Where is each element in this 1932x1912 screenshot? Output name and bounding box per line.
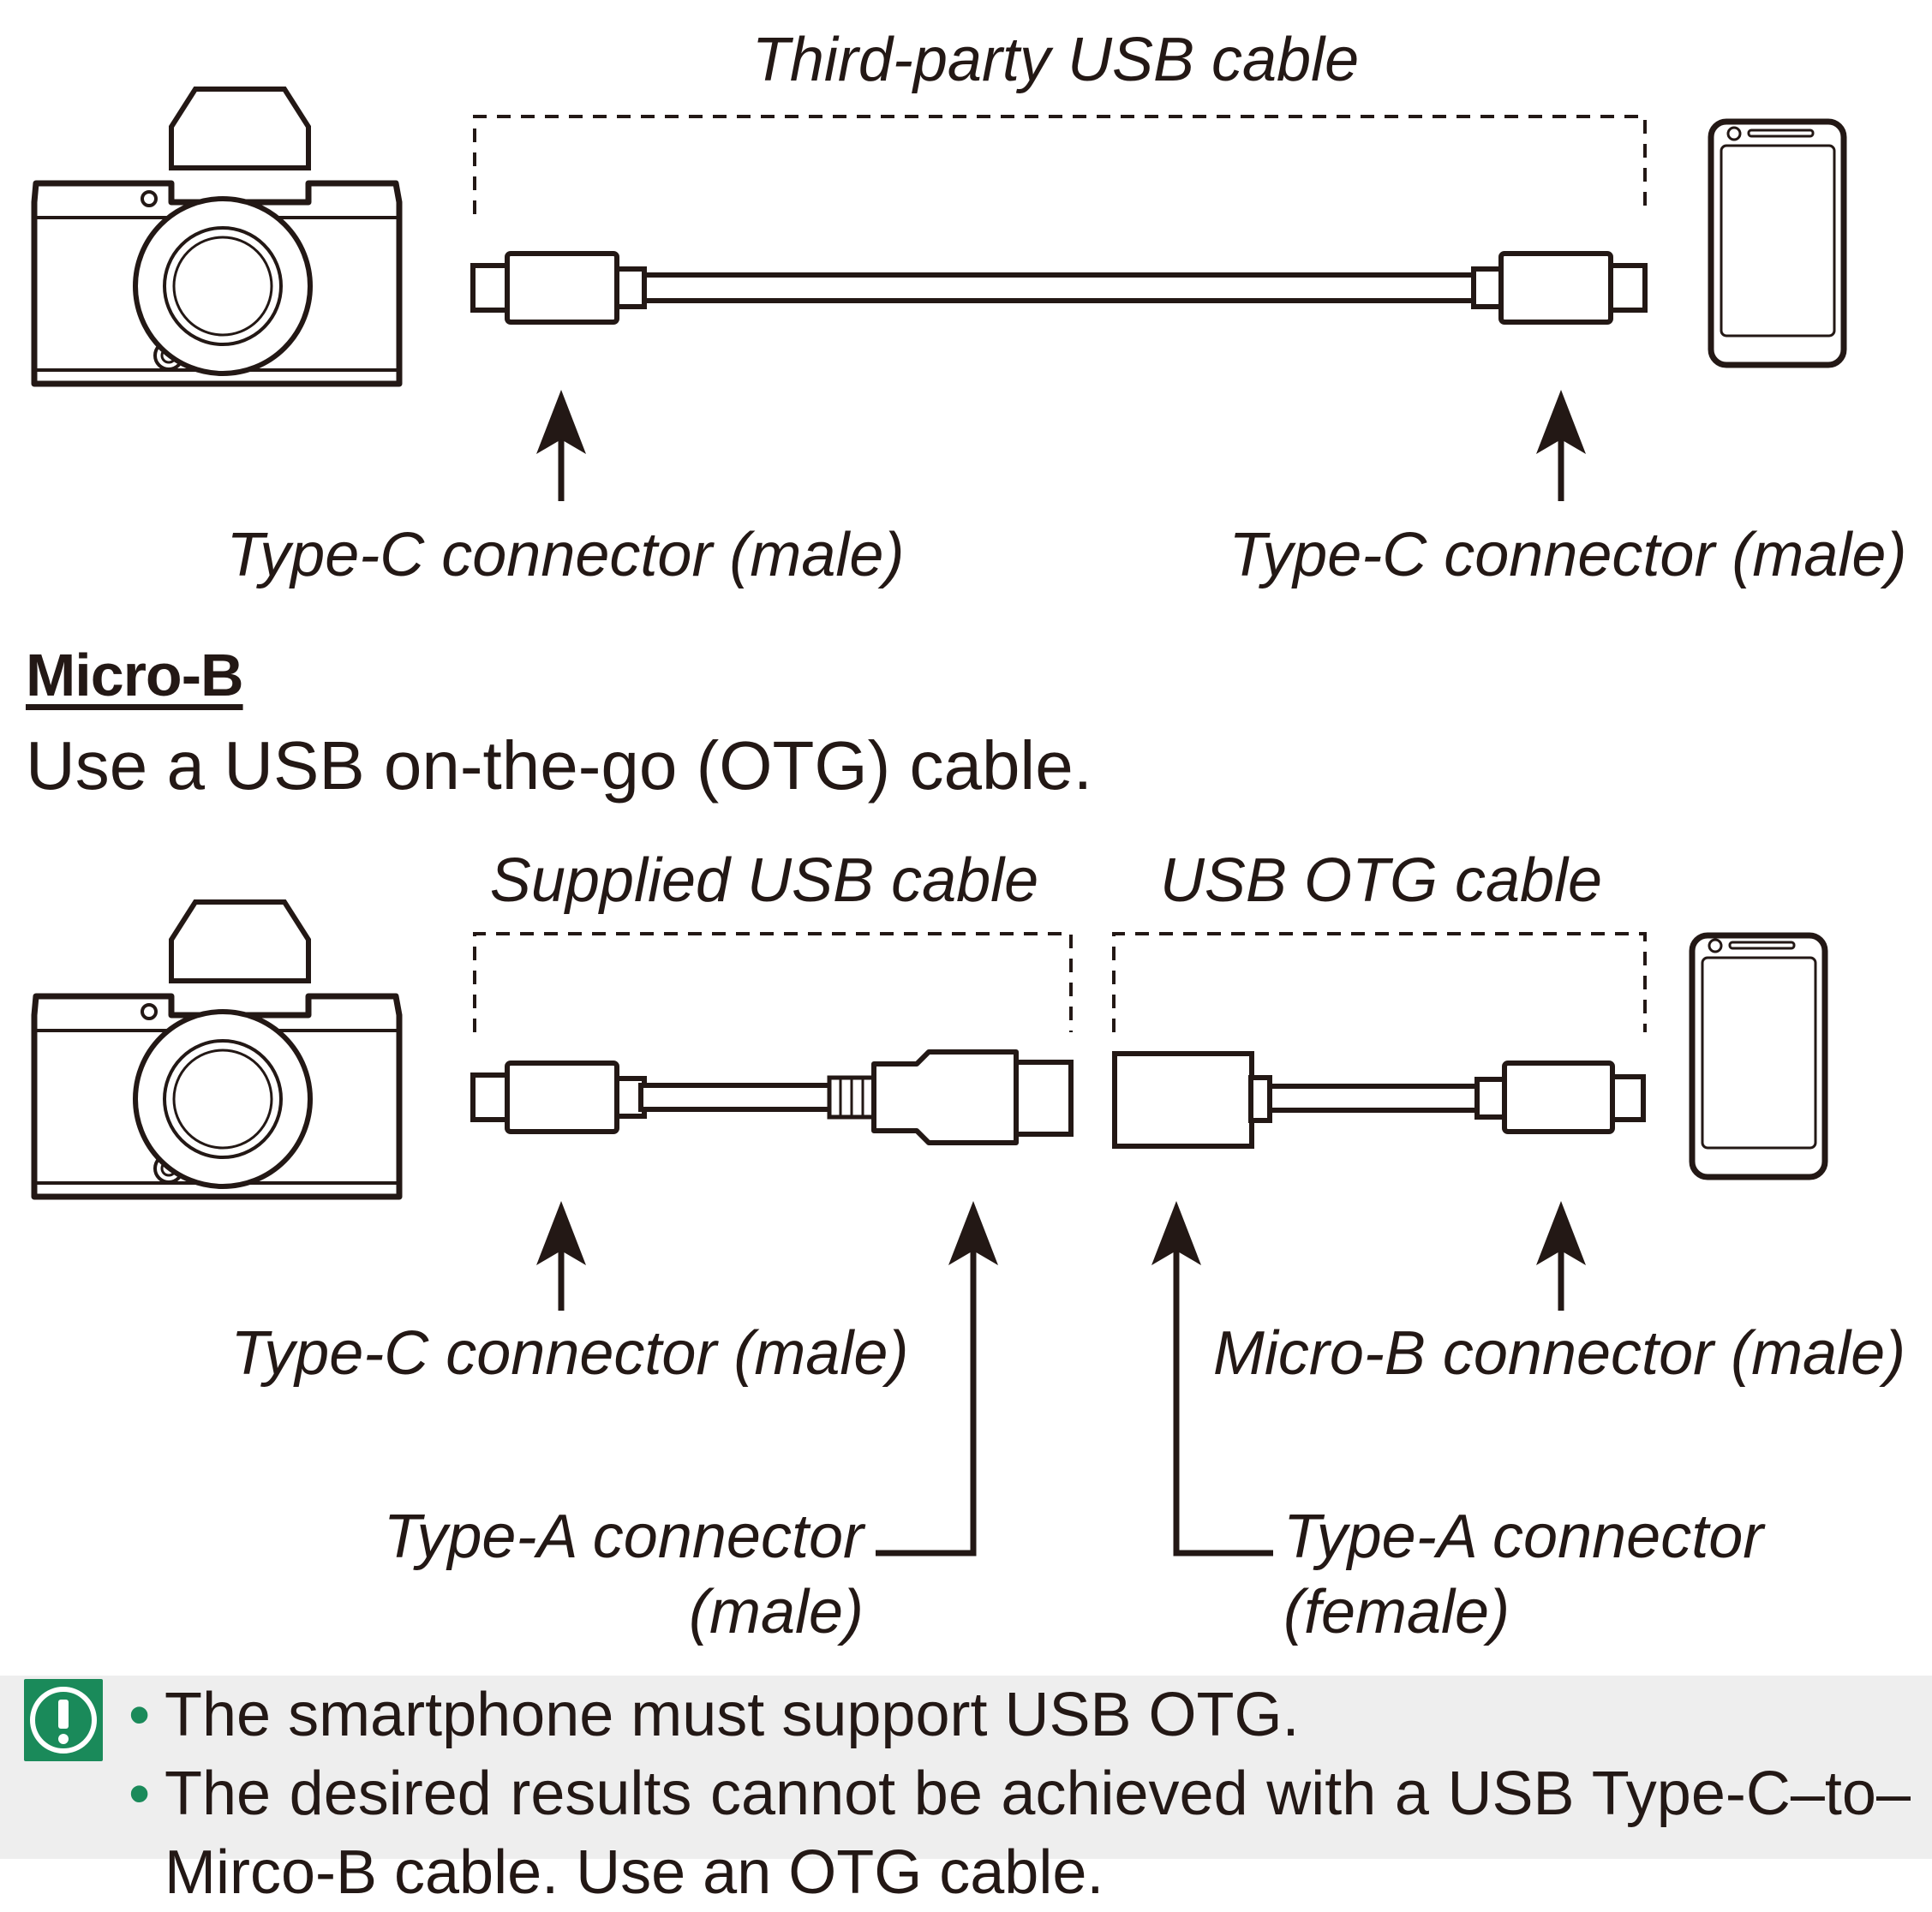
- bottom-type-c-label: Type-C connector (male): [231, 1319, 909, 1388]
- usb-otg-cable: [1112, 1051, 1646, 1149]
- caution-item: The desired results cannot be achieved w…: [129, 1754, 1911, 1912]
- type-a-male-label-line2: (male): [689, 1578, 864, 1646]
- arrow-up-icon: [876, 1201, 998, 1556]
- top-right-connector-label: Type-C connector (male): [1229, 521, 1907, 589]
- type-a-female-label-line2: (female): [1283, 1578, 1510, 1646]
- caution-list: The smartphone must support USB OTG. The…: [129, 1676, 1911, 1912]
- smartphone-icon: [1689, 932, 1828, 1180]
- arrow-up-icon: [1536, 1201, 1586, 1311]
- smartphone-icon: [1708, 118, 1847, 368]
- micro-b-heading: Micro-B: [26, 642, 244, 708]
- otg-cable-label: USB OTG cable: [1160, 846, 1602, 915]
- otg-cable-bracket: [1112, 932, 1647, 1032]
- camera-icon: [34, 902, 399, 1197]
- arrow-up-icon: [1151, 1201, 1273, 1556]
- third-party-cable-bracket: [473, 115, 1647, 214]
- bottom-micro-b-label: Micro-B connector (male): [1213, 1319, 1905, 1388]
- arrow-up-icon: [536, 390, 586, 501]
- supplied-cable-bracket: [473, 932, 1073, 1032]
- caution-item: The smartphone must support USB OTG.: [129, 1676, 1911, 1754]
- arrow-up-icon: [536, 1201, 586, 1311]
- arrow-up-icon: [1536, 390, 1586, 501]
- third-party-usb-cable: [473, 254, 1645, 322]
- camera-icon: [34, 89, 399, 384]
- supplied-cable-label: Supplied USB cable: [490, 846, 1038, 915]
- supplied-usb-cable: [473, 1049, 1074, 1145]
- type-a-female-label-line1: Type-A connector: [1283, 1503, 1766, 1571]
- caution-note: The smartphone must support USB OTG. The…: [0, 1676, 1932, 1907]
- connection-diagram: Third-party USB cable Type-C connector (…: [0, 26, 1907, 1646]
- exclamation-circle-icon: [24, 1679, 103, 1761]
- third-party-cable-label: Third-party USB cable: [752, 26, 1359, 94]
- top-left-connector-label: Type-C connector (male): [227, 521, 905, 589]
- micro-b-intro: Use a USB on-the-go (OTG) cable.: [26, 727, 1092, 804]
- type-a-male-label-line1: Type-A connector: [384, 1503, 866, 1571]
